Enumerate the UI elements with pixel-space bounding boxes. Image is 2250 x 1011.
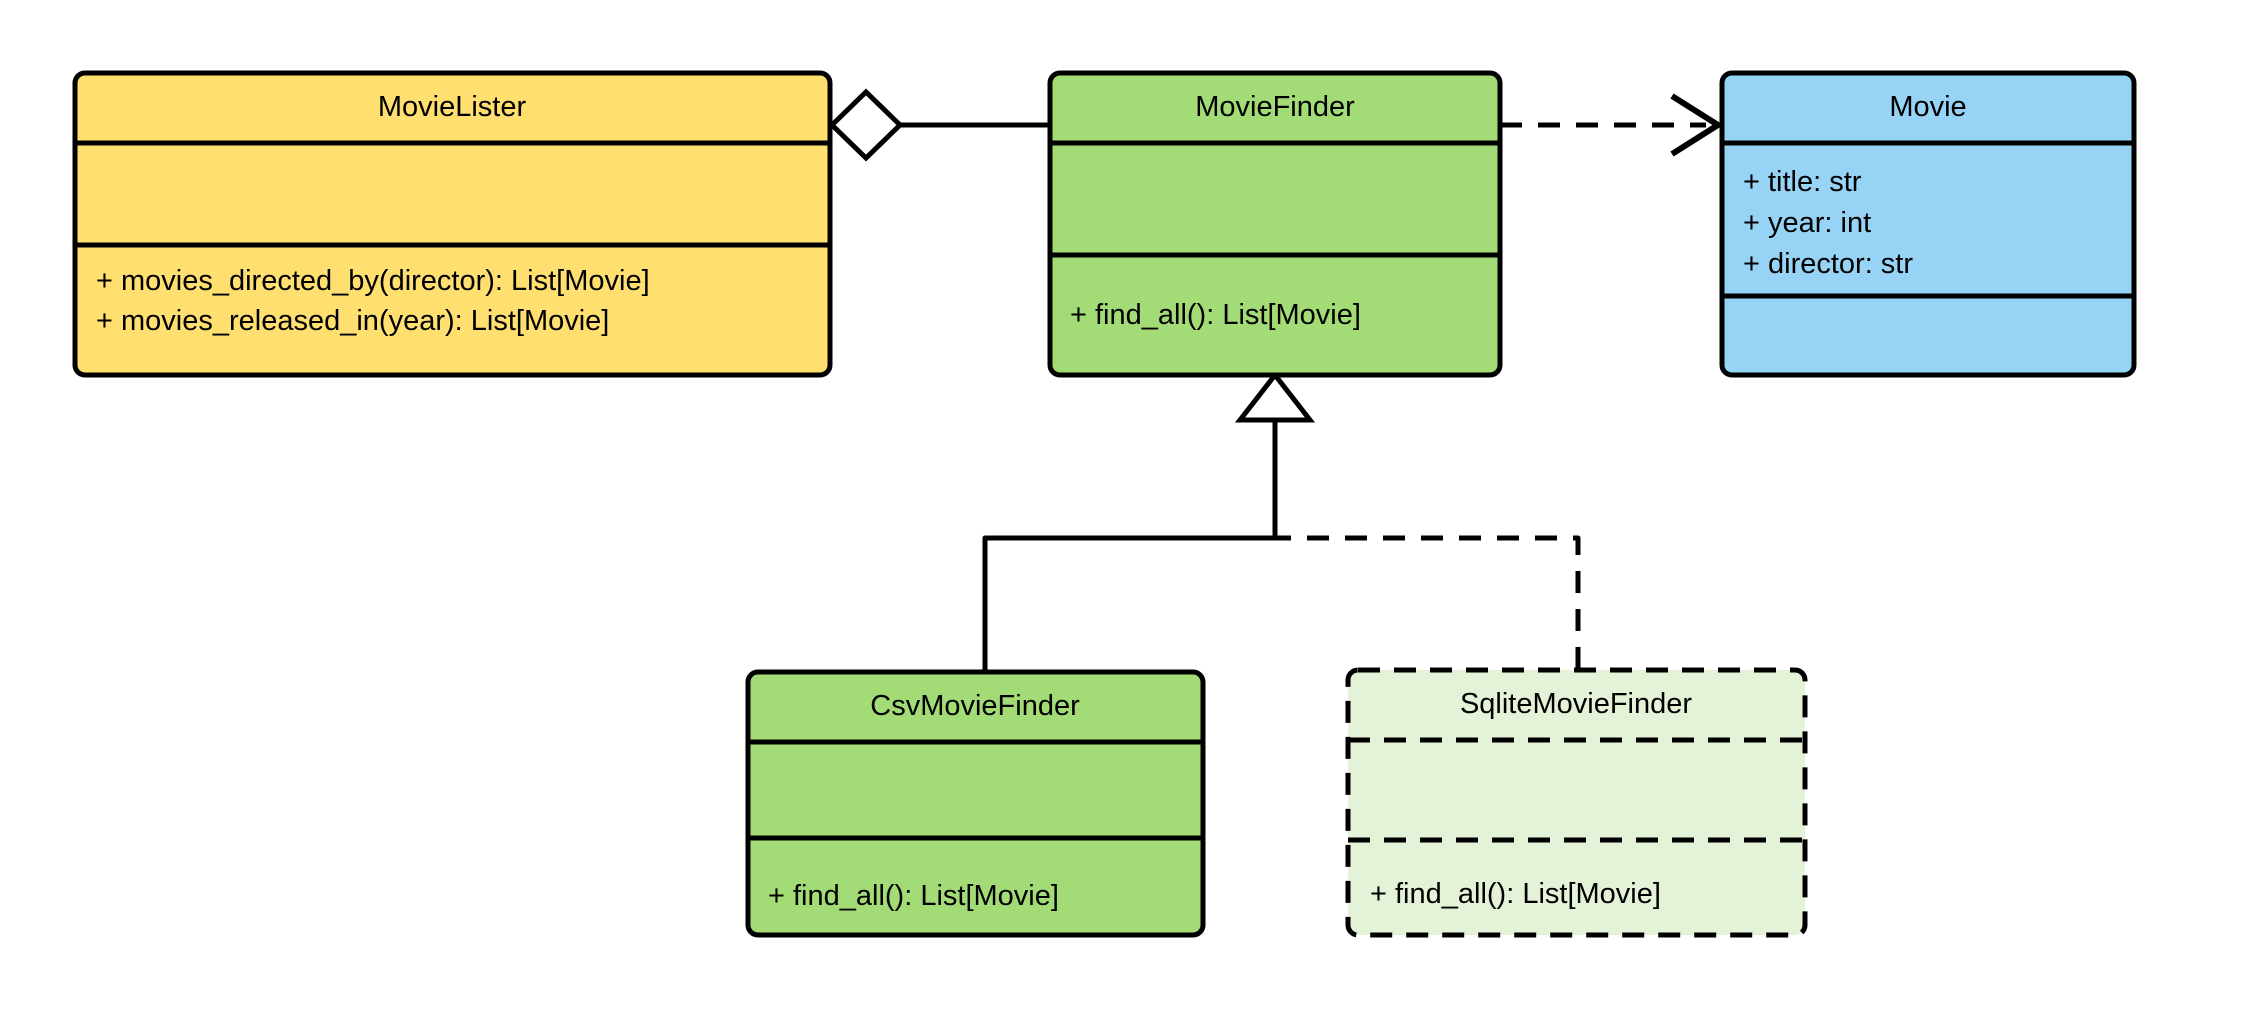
class-box-movie[interactable]: Movie + title: str + year: int + directo…	[1719, 70, 2137, 378]
open-arrow-icon	[1670, 93, 1724, 157]
class-method-movie-lister-1: + movies_released_in(year): List[Movie]	[96, 305, 609, 337]
class-attribute-movie-1: + year: int	[1743, 207, 1871, 239]
generalization-line-csv	[982, 418, 1278, 672]
relationship-dependency-finder-movie[interactable]	[1500, 93, 1724, 157]
class-box-csv-movie-finder[interactable]: CsvMovieFinder + find_all(): List[Movie]	[745, 669, 1206, 938]
class-name-movie-finder: MovieFinder	[1195, 91, 1355, 123]
hollow-triangle-icon	[1234, 370, 1316, 423]
class-body-movie	[1719, 70, 2137, 378]
class-body-sqlite-movie-finder	[1345, 667, 1808, 938]
class-method-movie-lister-0: + movies_directed_by(director): List[Mov…	[96, 265, 650, 297]
class-box-movie-finder[interactable]: MovieFinder + find_all(): List[Movie]	[1047, 70, 1503, 378]
relationship-generalization-csv-finder[interactable]	[982, 418, 1278, 672]
class-body-movie-finder	[1047, 70, 1503, 378]
class-attribute-movie-2: + director: str	[1743, 248, 1913, 280]
hollow-diamond-icon	[828, 88, 904, 162]
relationship-generalization-sqlite-finder[interactable]	[1272, 418, 1581, 672]
class-box-sqlite-movie-finder[interactable]: SqliteMovieFinder + find_all(): List[Mov…	[1345, 667, 1808, 938]
generalization-line-sqlite	[1272, 418, 1581, 672]
class-box-movie-lister[interactable]: MovieLister + movies_directed_by(directo…	[72, 70, 833, 378]
class-attribute-movie-0: + title: str	[1743, 166, 1862, 198]
class-name-movie-lister: MovieLister	[378, 91, 527, 123]
class-method-csv-movie-finder-0: + find_all(): List[Movie]	[768, 880, 1059, 912]
relationship-aggregation-lister-finder[interactable]	[828, 88, 1050, 162]
class-name-sqlite-movie-finder: SqliteMovieFinder	[1460, 688, 1692, 720]
class-name-csv-movie-finder: CsvMovieFinder	[870, 690, 1080, 722]
class-body-csv-movie-finder	[745, 669, 1206, 938]
class-method-sqlite-movie-finder-0: + find_all(): List[Movie]	[1370, 878, 1661, 910]
class-name-movie: Movie	[1889, 91, 1966, 123]
class-method-movie-finder-0: + find_all(): List[Movie]	[1070, 299, 1361, 331]
class-body-movie-lister	[72, 70, 833, 378]
